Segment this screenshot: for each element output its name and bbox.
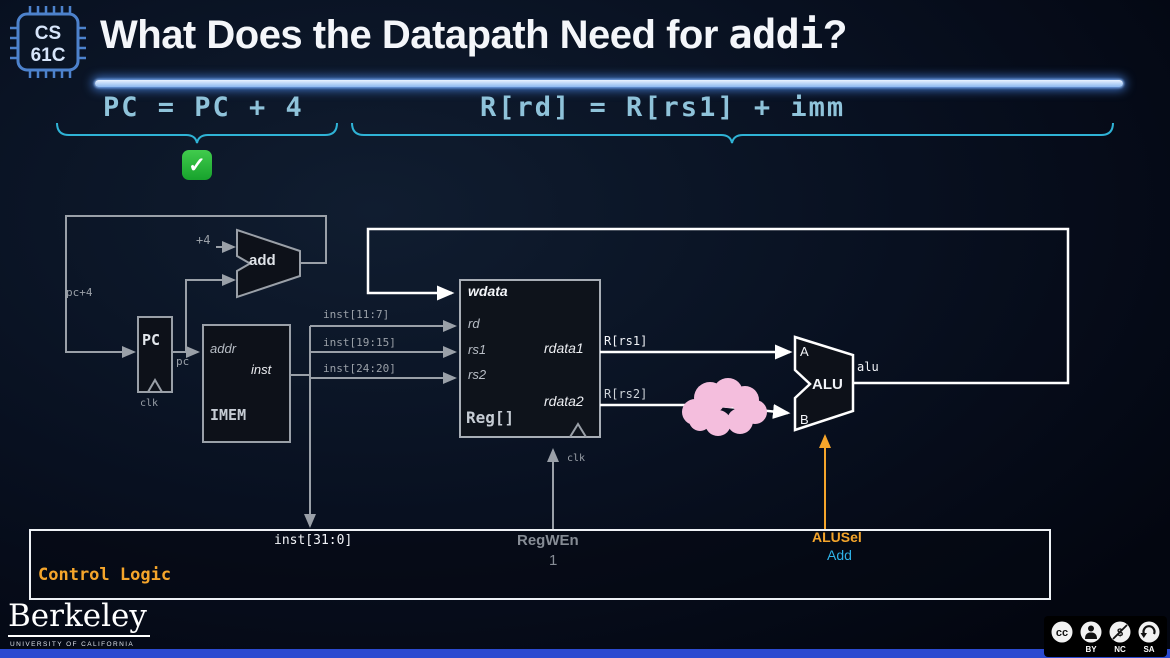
license-label-by: BY: [1085, 645, 1097, 654]
equation-pc-update: PC = PC + 4: [103, 92, 304, 123]
alu-out-wire-label: alu: [857, 360, 879, 374]
regwen-label: RegWEn: [517, 532, 579, 549]
component-boxes: [137, 228, 601, 443]
alu-input-a-label: A: [800, 344, 809, 359]
imem-addr-label: addr: [210, 341, 237, 356]
cloud-shape: [682, 378, 767, 436]
alu-name-label: ALU: [812, 376, 843, 393]
license-icons: cc $: [1050, 620, 1161, 644]
license-label-sa: SA: [1143, 645, 1155, 654]
r-rs1-wire-label: R[rs1]: [604, 334, 648, 348]
by-person-icon: [1080, 621, 1102, 643]
regfile-rd-label: rd: [468, 316, 480, 331]
imem-inst-label: inst: [251, 362, 272, 377]
license-badge: cc $ BY NC SA: [1044, 616, 1167, 657]
regfile-rdata1-label: rdata1: [544, 340, 584, 356]
regfile-box: [459, 279, 601, 438]
inst-rd-wire-label: inst[11:7]: [323, 308, 390, 321]
r-rs2-wire-label: R[rs2]: [604, 387, 648, 401]
regfile-clk-label: clk: [567, 453, 586, 464]
pc-clk-triangle-icon: [147, 378, 163, 393]
alusel-value: Add: [827, 547, 852, 563]
regfile-rdata2-label: rdata2: [544, 393, 584, 409]
title-text: What Does the Datapath Need for: [100, 13, 729, 57]
license-labels: BY NC SA: [1079, 645, 1161, 654]
plus4-label: +4: [196, 233, 211, 247]
regfile-rs2-label: rs2: [468, 367, 487, 382]
alu-writeback-wire: [366, 227, 1070, 385]
regwen-value: 1: [549, 552, 558, 569]
title-question-mark: ?: [822, 13, 847, 57]
pcplus4-loop-wire: [65, 215, 327, 358]
underbrace-right: [351, 122, 1114, 144]
inst-rs1-wire-label: inst[19:15]: [323, 336, 396, 349]
sa-arrow-icon: [1138, 621, 1160, 643]
license-label-nc: NC: [1114, 645, 1126, 654]
pcplus4-label: pc+4: [66, 286, 93, 299]
chip-body: [16, 12, 80, 72]
page-title: What Does the Datapath Need for addi?: [100, 12, 847, 58]
pc-to-adder-wire: [185, 274, 236, 352]
logo-line2: 61C: [31, 45, 66, 66]
pc-out-label: pc: [176, 355, 190, 368]
alu-shape: [793, 335, 855, 432]
regfile-clk-triangle-icon: [569, 422, 587, 438]
pc-clk-label: clk: [140, 398, 159, 409]
imem-box: [202, 324, 291, 443]
regfile-name-label: Reg[]: [466, 408, 515, 427]
cc-icon-text: cc: [1056, 627, 1068, 639]
nc-dollar-icon: $: [1109, 621, 1131, 643]
regfile-wdata-label: wdata: [468, 283, 508, 299]
control-logic-title: Control Logic: [38, 565, 172, 585]
alu-input-b-label: B: [800, 412, 809, 427]
university-label: UNIVERSITY OF CALIFORNIA: [10, 641, 135, 648]
adder-label: add: [249, 252, 276, 269]
underbrace-left: [56, 122, 338, 144]
control-logic-box: [29, 529, 1051, 600]
title-instruction: addi: [728, 12, 824, 58]
inst-full-wire-label: inst[31:0]: [274, 533, 353, 548]
berkeley-wordmark: Berkeley: [8, 601, 150, 637]
imem-name-label: IMEM: [210, 406, 247, 424]
alusel-label: ALUSel: [812, 529, 862, 545]
title-divider: [95, 80, 1123, 87]
pc-register-label: PC: [142, 331, 161, 349]
cc-icon: cc: [1051, 621, 1073, 643]
regfile-rs1-label: rs1: [468, 342, 487, 357]
cs61c-chip-logo: CS 61C: [10, 6, 86, 78]
adder-shape: [236, 228, 301, 299]
equation-reg-update: R[rd] = R[rs1] + imm: [480, 92, 846, 123]
checkmark-icon: ✓: [182, 150, 212, 180]
bottom-accent-bar: [0, 649, 1170, 658]
gray-wires: [65, 215, 559, 530]
inst-rs2-wire-label: inst[24:20]: [323, 362, 396, 375]
logo-line1: CS: [35, 23, 61, 44]
